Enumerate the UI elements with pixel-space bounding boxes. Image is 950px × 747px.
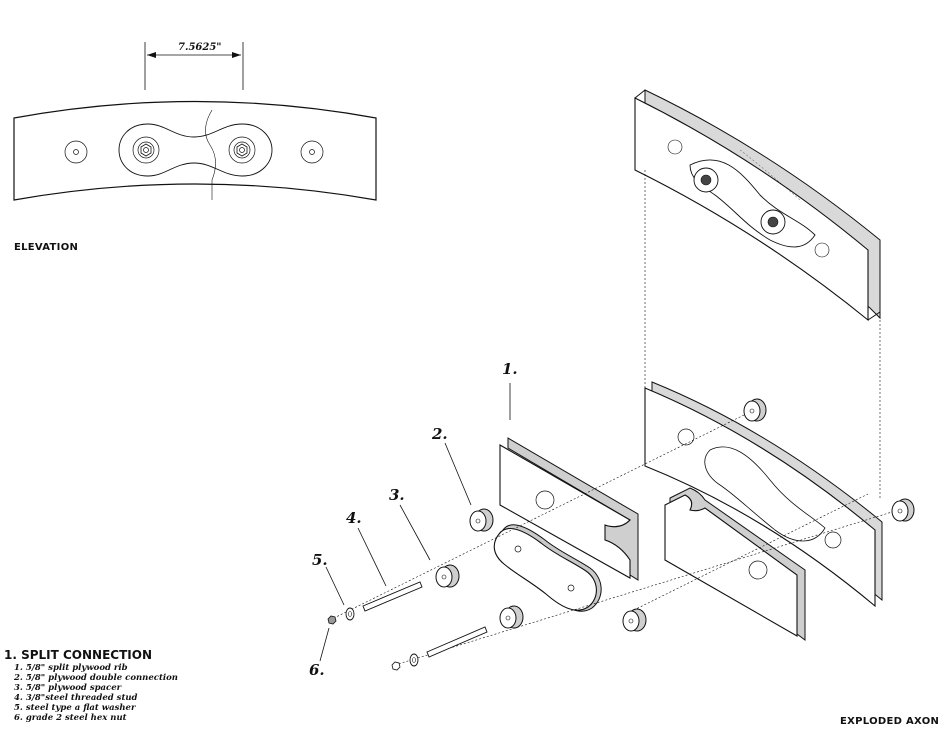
callout-4: 4. — [346, 509, 362, 527]
double-connection-plates — [644, 381, 883, 608]
exploded-axon-caption: EXPLODED AXON — [840, 716, 940, 727]
dimension-label: 7.5625" — [178, 42, 221, 53]
hex-nuts — [327, 615, 401, 671]
legend-list: 1. 5/8" split plywood rib 2. 5/8" plywoo… — [4, 663, 178, 723]
alignment-lines — [644, 170, 881, 500]
legend: 1. SPLIT CONNECTION 1. 5/8" split plywoo… — [4, 648, 178, 723]
legend-title: 1. SPLIT CONNECTION — [4, 648, 152, 662]
elevation-rib — [13, 100, 377, 201]
split-rib-right — [664, 487, 806, 641]
spacer-discs — [435, 398, 915, 632]
legend-item: 5. steel type a flat washer — [14, 703, 136, 713]
dimension-line — [144, 42, 244, 90]
spacer-plate — [493, 524, 602, 612]
legend-item: 6. grade 2 steel hex nut — [14, 713, 127, 723]
callout-1: 1. — [502, 360, 518, 378]
legend-item: 2. 5/8" plywood double connection — [14, 673, 178, 683]
bolt-axes — [329, 411, 906, 666]
legend-item: 4. 3/8"steel threaded stud — [14, 693, 138, 703]
callout-3: 3. — [389, 486, 405, 504]
threaded-studs — [362, 581, 488, 658]
washers — [345, 607, 419, 667]
legend-item: 3. 5/8" plywood spacer — [14, 683, 122, 693]
elevation-view — [13, 42, 377, 201]
elevation-connection-plate — [118, 123, 273, 177]
callout-5: 5. — [312, 551, 328, 569]
callout-6: 6. — [309, 661, 325, 679]
callout-leaders — [319, 383, 511, 662]
elevation-caption: ELEVATION — [14, 242, 79, 253]
assembled-rib — [634, 89, 881, 322]
callout-2: 2. — [431, 425, 448, 443]
split-rib-left — [499, 437, 639, 581]
legend-item: 1. 5/8" split plywood rib — [14, 663, 128, 673]
